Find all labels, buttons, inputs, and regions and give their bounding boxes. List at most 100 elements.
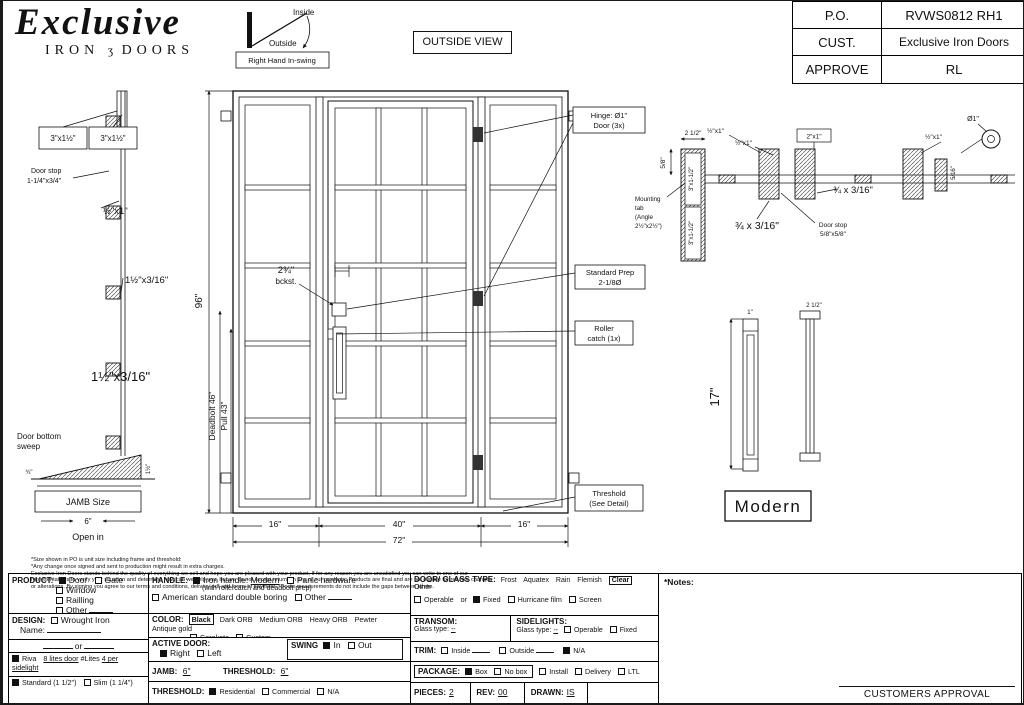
product-other-option[interactable]: Other [56,605,115,613]
product-window-checkbox[interactable] [56,587,63,594]
package-box-option[interactable]: Box [465,667,487,676]
package-ltl-checkbox[interactable] [618,668,625,675]
glass-screen-option[interactable]: Screen [568,595,602,604]
product-gate-option[interactable]: Gate [94,575,123,585]
product-railling-checkbox[interactable] [56,597,63,604]
blank-line[interactable] [84,642,115,649]
design-name-blank[interactable] [47,626,102,633]
blank-line[interactable] [536,646,555,653]
sidelights-fixed-option[interactable]: Fixed [609,626,637,634]
blank-line[interactable] [472,646,491,653]
color-dark-orb[interactable]: Dark ORB [219,615,253,624]
package-box-checkbox[interactable] [465,668,473,675]
product-railling-option[interactable]: Railling [56,595,94,605]
glass-flemish[interactable]: Flemish [577,577,602,584]
package-install-option[interactable]: Install [539,667,568,676]
threshold-na-checkbox[interactable] [317,688,325,695]
active-right-option[interactable]: Right [160,648,190,658]
trim-na-option[interactable]: N/A [563,646,585,655]
package-nobox-option[interactable]: No box [494,667,527,676]
package-delivery-option[interactable]: Delivery [575,667,611,676]
threshold-residential-option[interactable]: Residential [209,687,255,696]
threshold-size-value[interactable]: 6" [280,666,289,676]
glass-aquatex[interactable]: Aquatex [523,577,549,584]
blank-line[interactable] [42,642,73,649]
glass-hurricane-option[interactable]: Hurricane film [507,595,562,604]
handle-other-checkbox[interactable] [294,594,302,601]
design-section: DESIGN: Wrought Iron Name: [9,614,148,640]
sidelights-operable-checkbox[interactable] [563,626,571,633]
color-heavy-orb[interactable]: Heavy ORB [309,615,348,624]
jamb-value[interactable]: 6" [182,666,191,676]
glass-frost[interactable]: Frost [500,577,517,584]
glass-hurricane-checkbox[interactable] [507,596,515,603]
glass-other[interactable]: Other [414,584,432,591]
handle-panic-option[interactable]: Panic hardware [286,575,356,585]
blank-line[interactable] [89,606,114,613]
glass-fixed-checkbox[interactable] [472,596,480,603]
product-gate-checkbox[interactable] [94,577,102,584]
customers-approval[interactable]: CUSTOMERS APPROVAL [839,686,1015,700]
design-riva-option[interactable]: Riva [12,654,36,663]
sidelights-fixed-checkbox[interactable] [609,626,617,633]
design-slim-option[interactable]: Slim (1 1/4") [83,678,133,687]
color-cerakote-option[interactable]: Cerakote [190,633,229,637]
handle-panic-checkbox[interactable] [286,577,294,584]
swing-out-checkbox[interactable] [347,642,355,649]
sidelights-operable-option[interactable]: Operable [563,626,603,634]
active-left-checkbox[interactable] [197,650,205,657]
threshold-commercial-checkbox[interactable] [262,688,270,695]
handle-american-option[interactable]: American standard double boring [152,592,287,602]
trim-inside-checkbox[interactable] [441,647,449,654]
glass-rain[interactable]: Rain [555,577,571,584]
trim-outside-option[interactable]: Outside [499,646,556,655]
product-other-checkbox[interactable] [56,607,63,613]
drawn-label: DRAWN: [530,688,564,697]
package-nobox-checkbox[interactable] [494,668,502,675]
handle-other-option[interactable]: Other [294,592,354,602]
glass-clear-selected[interactable]: Clear [608,576,633,585]
package-delivery-checkbox[interactable] [575,668,583,675]
handle-iron-option[interactable]: Iron handle: Modern [193,575,279,585]
glass-operable-checkbox[interactable] [414,596,421,603]
design-wrought-option[interactable]: Wrought Iron [50,615,110,625]
threshold-commercial-option[interactable]: Commercial [262,687,310,696]
handle-american-checkbox[interactable] [152,594,159,601]
color-antique-gold[interactable]: Antique gold [152,624,192,633]
trim-inside-option[interactable]: Inside [441,646,492,655]
threshold-na-option[interactable]: N/A [317,687,339,696]
trim-na-checkbox[interactable] [563,647,571,654]
active-left-option[interactable]: Left [197,648,221,658]
design-slim-checkbox[interactable] [83,679,91,686]
trim-outside-checkbox[interactable] [499,647,507,654]
product-window-option[interactable]: Window [56,585,96,595]
color-custom-option[interactable]: Custom [236,633,271,637]
transom-glass-value[interactable]: -- [450,626,456,633]
swing-in-checkbox[interactable] [323,642,331,649]
design-riva-checkbox[interactable] [12,655,19,662]
product-door-option[interactable]: Door [58,575,87,585]
handle-iron-checkbox[interactable] [193,577,201,584]
swing-out-option[interactable]: Out [347,640,372,650]
swing-in-option[interactable]: In [323,640,341,650]
glass-screen-checkbox[interactable] [568,596,576,603]
color-pewter[interactable]: Pewter [354,615,377,624]
design-wrought-checkbox[interactable] [50,617,58,624]
color-cerakote-checkbox[interactable] [190,634,197,637]
package-install-checkbox[interactable] [539,668,547,675]
approval-label: CUSTOMERS APPROVAL [863,689,991,700]
threshold-residential-checkbox[interactable] [209,688,217,695]
active-right-checkbox[interactable] [160,650,167,657]
product-door-checkbox[interactable] [58,577,66,584]
color-medium-orb[interactable]: Medium ORB [259,615,303,624]
color-custom-checkbox[interactable] [236,634,244,637]
color-black-selected[interactable]: Black [188,614,214,625]
blank-line[interactable] [327,593,352,600]
design-standard-option[interactable]: Standard (1 1/2") [12,678,77,687]
design-standard-checkbox[interactable] [12,679,19,686]
sidelights-glass-value[interactable]: -- [553,627,559,634]
glass-fixed-option[interactable]: Fixed [472,595,501,604]
glass-operable-option[interactable]: Operable [414,595,454,604]
dia-1-leader [977,123,988,133]
package-ltl-option[interactable]: LTL [618,667,640,676]
